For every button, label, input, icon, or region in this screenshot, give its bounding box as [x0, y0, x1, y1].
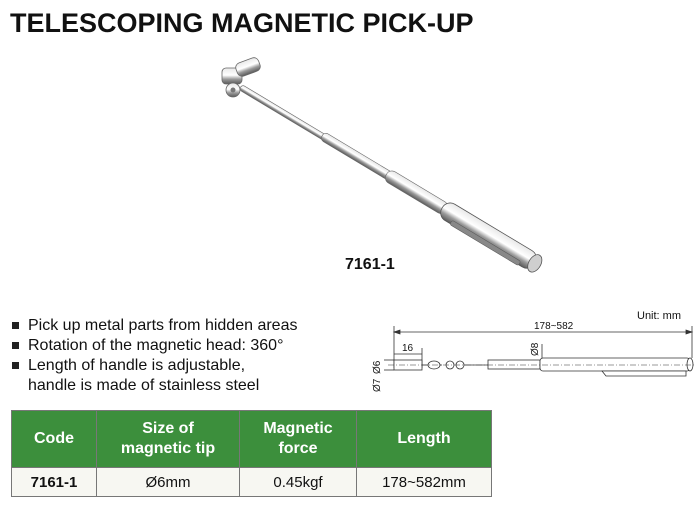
cell-code: 7161-1 — [11, 467, 97, 497]
feature-item: Rotation of the magnetic head: 360° — [12, 336, 297, 356]
header-length: Length — [356, 410, 492, 468]
feature-item: Length of handle is adjustable, — [12, 356, 297, 376]
unit-label: Unit: mm — [637, 310, 681, 322]
bullet-icon — [12, 342, 19, 349]
spec-table-header-row: Code Size of magnetic tip Magnetic force… — [11, 410, 492, 468]
spec-table: Code Size of magnetic tip Magnetic force… — [11, 410, 492, 497]
diameter-7-label: Ø7 — [372, 378, 383, 392]
bullet-icon — [12, 322, 19, 329]
cell-magnetic-force: 0.45kgf — [239, 467, 357, 497]
feature-item-continuation: handle is made of stainless steel — [28, 377, 260, 394]
diameter-8-label: Ø8 — [530, 342, 541, 356]
table-row: 7161-1 Ø6mm 0.45kgf 178~582mm — [11, 467, 492, 497]
technical-drawing: 178~582 16 Ø6 Ø7 Ø8 — [372, 321, 695, 392]
page-title: TELESCOPING MAGNETIC PICK-UP — [10, 8, 474, 38]
tip-length-label: 16 — [402, 343, 414, 354]
header-code: Code — [11, 410, 97, 468]
feature-list: Pick up metal parts from hidden areas Ro… — [12, 316, 297, 396]
cell-length: 178~582mm — [356, 467, 492, 497]
diameter-6-label: Ø6 — [372, 360, 383, 374]
cell-tip-size: Ø6mm — [96, 467, 240, 497]
overall-length-label: 178~582 — [534, 321, 574, 332]
header-magnetic-force: Magnetic force — [239, 410, 357, 468]
header-tip-size: Size of magnetic tip — [96, 410, 240, 468]
feature-item: Pick up metal parts from hidden areas — [12, 316, 297, 336]
product-image — [221, 57, 543, 273]
bullet-icon — [12, 362, 19, 369]
model-label: 7161-1 — [345, 256, 395, 273]
